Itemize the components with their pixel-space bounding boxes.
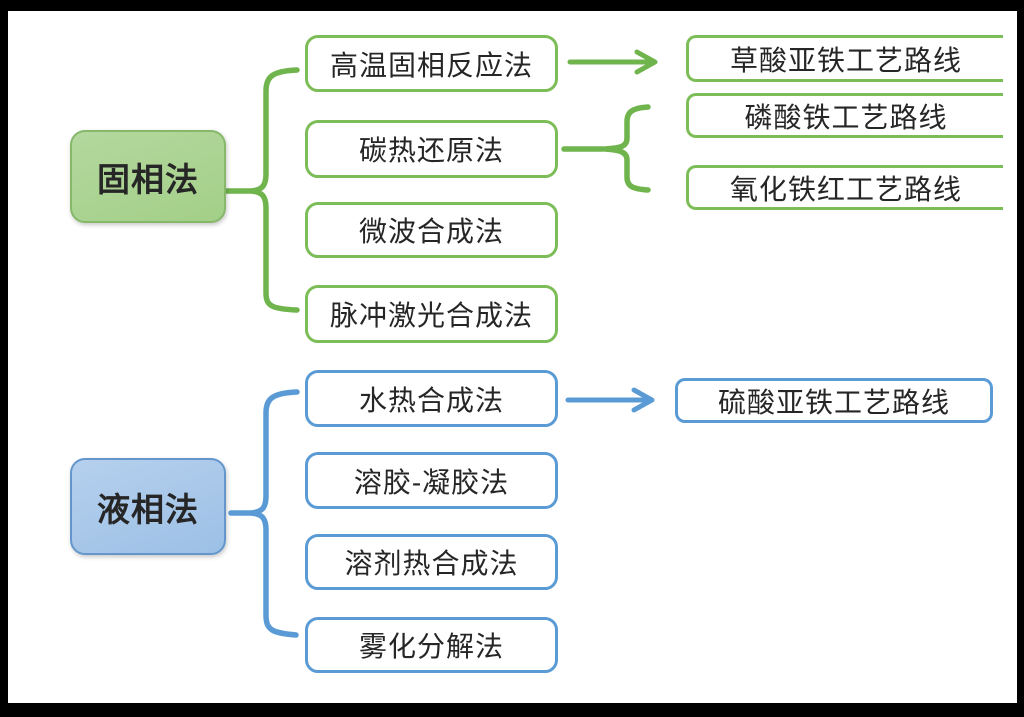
node-solid-root: 固相法 [70, 130, 226, 223]
node-solid-route-1: 草酸亚铁工艺路线 [686, 35, 1003, 82]
node-liquid-method-3: 溶剂热合成法 [305, 534, 558, 590]
node-solid-method-1: 高温固相反应法 [305, 35, 558, 92]
node-liquid-method-1: 水热合成法 [305, 370, 558, 427]
node-solid-method-4: 脉冲激光合成法 [305, 285, 558, 343]
node-solid-method-3: 微波合成法 [305, 202, 558, 258]
node-solid-method-2: 碳热还原法 [305, 120, 558, 178]
node-solid-route-2: 磷酸铁工艺路线 [686, 93, 1003, 138]
node-solid-route-3: 氧化铁红工艺路线 [686, 165, 1003, 210]
node-liquid-root: 液相法 [70, 458, 226, 555]
node-liquid-method-2: 溶胶-凝胶法 [305, 452, 558, 509]
node-liquid-route-1: 硫酸亚铁工艺路线 [675, 378, 993, 423]
node-liquid-method-4: 雾化分解法 [305, 617, 558, 673]
